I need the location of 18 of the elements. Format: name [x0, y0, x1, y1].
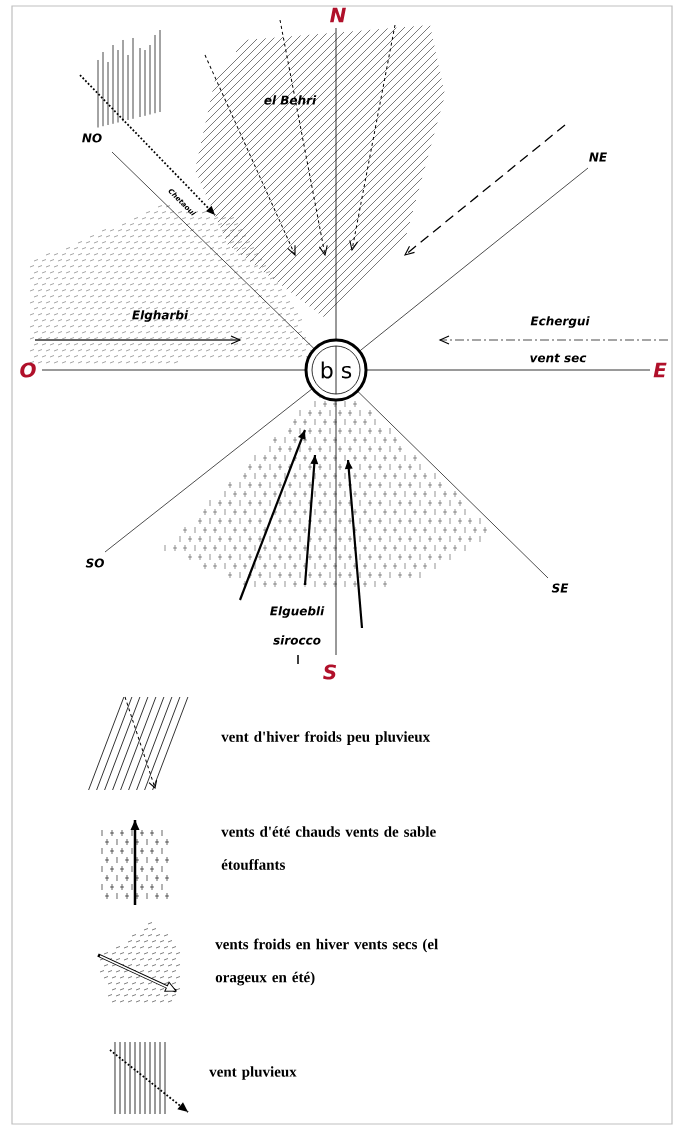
wind-name: vent sec: [530, 353, 587, 363]
legend-text: vent pluvieux: [209, 1066, 297, 1080]
direction-label: NO: [82, 133, 102, 143]
wind-name: sirocco: [273, 635, 321, 645]
wind-name: el Behri: [264, 95, 317, 105]
compass-letter: S: [323, 664, 337, 680]
legend-text: vents d'été chauds vents de sable étouffants: [221, 826, 436, 870]
direction-label: SO: [85, 558, 104, 568]
wind-name: Elguebli: [270, 606, 325, 618]
wind-name: Elgharbi: [132, 310, 189, 322]
compass-letter: E: [653, 362, 667, 378]
wind-name: Echergui: [530, 316, 590, 328]
direction-label: NE: [589, 152, 607, 162]
legend-text: vent d'hiver froids peu pluvieux: [221, 731, 431, 745]
compass-letter: O: [20, 362, 36, 378]
compass-letter: N: [330, 7, 346, 23]
legend-text: vents froids en hiver vents secs (el orageux en été): [215, 938, 438, 986]
direction-label: SE: [551, 583, 569, 593]
